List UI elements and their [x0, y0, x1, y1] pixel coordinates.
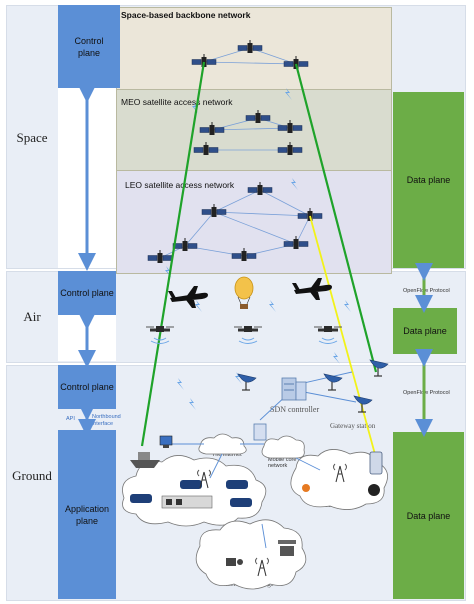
mobile-core-network-label: Mobile core network — [268, 457, 297, 469]
gateway-dish-icons — [237, 359, 389, 413]
iot-device-icons — [226, 540, 296, 566]
sdn-controller-icon — [281, 377, 307, 401]
space-control-plane: Control plane — [58, 5, 120, 88]
balloon-icon — [234, 276, 254, 309]
space-ground-links — [140, 61, 378, 459]
air-data-plane: Data plane — [393, 308, 457, 354]
backbone-network-title: Space-based backbone network — [121, 10, 251, 20]
computer-icon — [159, 435, 173, 448]
northbound-interface-label: Northbound interface — [92, 414, 121, 427]
leo-network-title: LEO satellite access network — [125, 180, 235, 190]
api-label: API — [66, 416, 75, 422]
meo-network-title: MEO satellite access network — [121, 97, 233, 107]
vehicle-icons — [130, 480, 252, 509]
application-plane-label: Application plane — [64, 503, 110, 526]
application-plane: Application plane — [58, 430, 116, 599]
sdn-controller-label: SDN controller — [270, 405, 320, 414]
mobile-device-icons — [302, 451, 383, 496]
air-control-plane-label: Control plane — [60, 288, 114, 298]
meo-satellites — [193, 109, 303, 156]
ground-data-plane: Data plane — [393, 432, 464, 599]
air-data-plane-label: Data plane — [403, 326, 447, 336]
air-control-plane: Control plane — [58, 271, 116, 315]
space-layer-label: Space — [16, 130, 48, 145]
airplane-icon-2 — [292, 278, 332, 300]
ground-control-plane-label: Control plane — [60, 382, 114, 392]
drone-icons — [145, 325, 343, 344]
ship-icon — [130, 452, 160, 468]
space-data-plane-label: Data plane — [406, 175, 451, 185]
ground-layer-label: Ground — [12, 468, 52, 483]
ground-clouds — [122, 433, 388, 590]
gateway-station-label: Gateway station — [330, 422, 376, 430]
air-layer-label: Air — [23, 309, 41, 324]
space-data-plane: Data plane — [393, 92, 464, 268]
ground-control-plane: Control plane — [58, 365, 116, 409]
switch-icon — [253, 423, 267, 441]
the-internet-label: The Internet — [212, 452, 242, 458]
meo-access-network — [116, 89, 392, 172]
backbone-satellites — [191, 39, 309, 70]
airplane-icon — [168, 286, 208, 308]
space-control-plane-label: Control plane — [74, 35, 104, 58]
ground-data-plane-label: Data plane — [406, 510, 451, 521]
